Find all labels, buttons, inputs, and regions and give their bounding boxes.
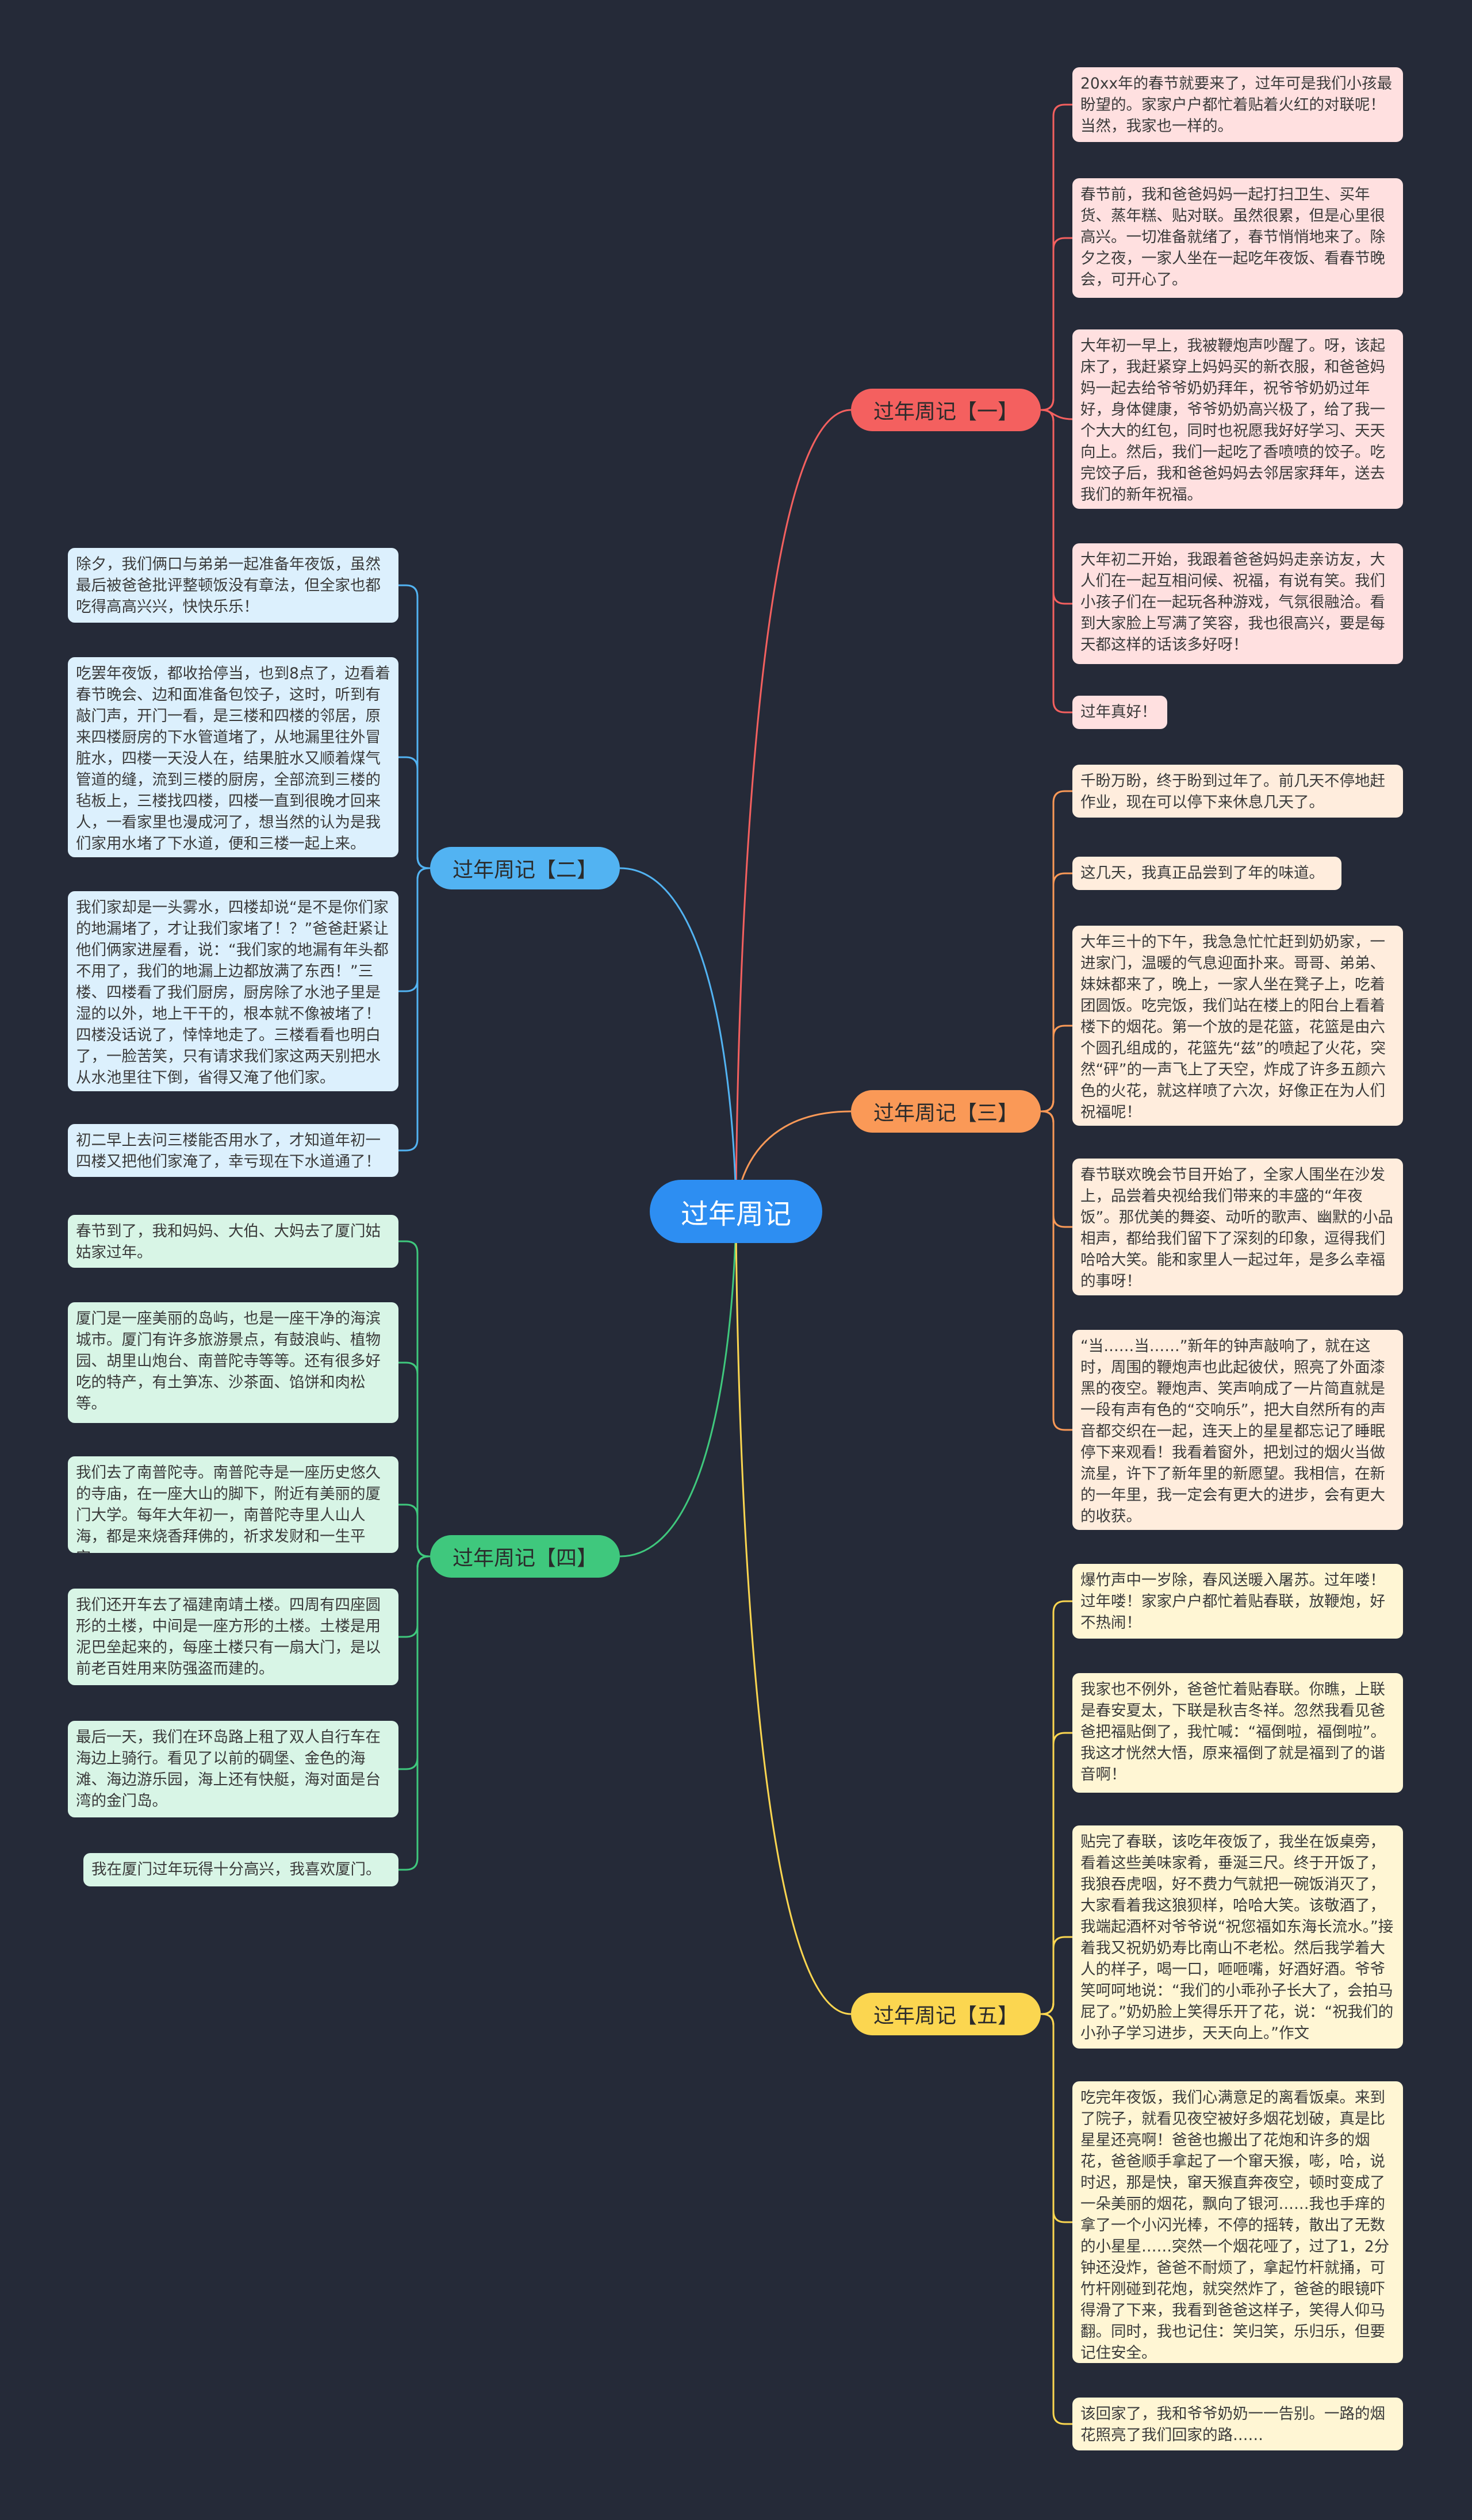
leaf-link-2-3 xyxy=(398,867,430,992)
leaf-link-2-2 xyxy=(398,756,430,869)
branch-node-1[interactable]: 过年周记【一】 xyxy=(851,389,1041,431)
leaf-link-4-4 xyxy=(398,1555,430,1638)
leaf-5-2: 我家也不例外，爸爸忙着贴春联。你瞧，上联是春安夏太，下联是秋吉冬祥。忽然我看见爸… xyxy=(1072,1673,1403,1793)
leaf-link-1-3 xyxy=(1040,409,1073,420)
leaf-link-2-1 xyxy=(398,584,430,869)
branch-node-3[interactable]: 过年周记【三】 xyxy=(851,1090,1041,1133)
leaf-link-4-5 xyxy=(398,1555,430,1770)
leaf-1-2: 春节前，我和爸爸妈妈一起打扫卫生、买年货、蒸年糕、贴对联。虽然很累，但是心里很高… xyxy=(1072,178,1403,298)
leaf-1-4: 大年初二开始，我跟着爸爸妈妈走亲访友，大人们在一起互相问候、祝福，有说有笑。我们… xyxy=(1072,543,1403,664)
leaf-link-2-4 xyxy=(398,867,430,1152)
leaf-link-4-3 xyxy=(398,1503,430,1558)
leaf-3-3: 大年三十的下午，我急急忙忙赶到奶奶家，一进家门，温暖的气息迎面扑来。哥哥、弟弟、… xyxy=(1072,926,1403,1126)
leaf-link-5-1 xyxy=(1041,1600,1072,2015)
leaf-5-3: 贴完了春联，该吃年夜饭了，我坐在饭桌旁，看着这些美味家肴，垂涎三尺。终于开饭了，… xyxy=(1072,1825,1403,2049)
leaf-link-1-5 xyxy=(1041,409,1072,714)
leaf-2-1: 除夕，我们俩口与弟弟一起准备年夜饭，虽然最后被爸爸批评整顿饭没有章法，但全家也都… xyxy=(68,548,398,623)
leaf-link-5-2 xyxy=(1041,1732,1072,2015)
leaf-1-5: 过年真好！ xyxy=(1072,696,1167,729)
leaf-4-5: 最后一天，我们在环岛路上租了双人自行车在海边上骑行。看见了以前的碉堡、金色的海滩… xyxy=(68,1721,398,1817)
leaf-link-1-4 xyxy=(1041,409,1072,605)
root-link-1 xyxy=(735,409,852,1212)
leaf-link-4-2 xyxy=(398,1361,430,1558)
leaf-2-3: 我们家却是一头雾水，四楼却说“是不是你们家的地漏堵了，才让我们家堵了！？”爸爸赶… xyxy=(68,891,398,1091)
leaf-3-2: 这几天，我真正品尝到了年的味道。 xyxy=(1072,857,1341,890)
leaf-link-3-1 xyxy=(1041,790,1072,1113)
leaf-2-2: 吃罢年夜饭，都收拾停当，也到8点了，边看着春节晚会、边和面准备包饺子，这时，听到… xyxy=(68,657,398,857)
leaf-link-3-5 xyxy=(1041,1110,1072,1431)
branch-node-4[interactable]: 过年周记【四】 xyxy=(430,1535,620,1578)
leaf-3-5: “当……当……”新年的钟声敲响了，就在这时，周围的鞭炮声也此起彼伏，照亮了外面漆… xyxy=(1072,1330,1403,1530)
root-link-4 xyxy=(619,1211,737,1558)
leaf-link-4-6 xyxy=(398,1555,430,1871)
leaf-link-1-2 xyxy=(1041,237,1072,411)
leaf-3-1: 千盼万盼，终于盼到过年了。前几天不停地赶作业，现在可以停下来休息几天了。 xyxy=(1072,765,1403,818)
branch-node-5[interactable]: 过年周记【五】 xyxy=(851,1993,1041,2035)
leaf-1-1: 20xx年的春节就要来了，过年可是我们小孩最盼望的。家家户户都忙着贴着火红的对联… xyxy=(1072,67,1403,142)
leaf-4-1: 春节到了，我和妈妈、大伯、大妈去了厦门姑姑家过年。 xyxy=(68,1215,398,1268)
leaf-5-5: 该回家了，我和爷爷奶奶一一告别。一路的烟花照亮了我们回家的路…… xyxy=(1072,2398,1403,2450)
leaf-4-6: 我在厦门过年玩得十分高兴，我喜欢厦门。 xyxy=(83,1853,398,1886)
leaf-4-4: 我们还开车去了福建南靖土楼。四周有四座圆形的土楼，中间是一座方形的土楼。土楼是用… xyxy=(68,1589,398,1685)
branch-node-2[interactable]: 过年周记【二】 xyxy=(430,847,620,889)
leaf-link-3-4 xyxy=(1041,1110,1072,1228)
leaf-link-5-4 xyxy=(1041,2013,1072,2223)
root-link-5 xyxy=(735,1211,852,2015)
leaf-link-3-3 xyxy=(1041,1025,1072,1113)
leaf-3-4: 春节联欢晚会节目开始了，全家人围坐在沙发上，品尝着央视给我们带来的丰盛的“年夜饭… xyxy=(1072,1159,1403,1295)
leaf-link-3-2 xyxy=(1041,872,1072,1113)
leaf-2-4: 初二早上去问三楼能否用水了，才知道年初一四楼又把他们家淹了，幸亏现在下水道通了！ xyxy=(68,1124,398,1177)
root-node[interactable]: 过年周记 xyxy=(650,1180,822,1243)
leaf-4-2: 厦门是一座美丽的岛屿，也是一座干净的海滨城市。厦门有许多旅游景点，有鼓浪屿、植物… xyxy=(68,1302,398,1423)
leaf-5-1: 爆竹声中一岁除，春风送暖入屠苏。过年喽！过年喽！家家户户都忙着贴春联，放鞭炮，好… xyxy=(1072,1564,1403,1639)
leaf-link-4-1 xyxy=(398,1240,430,1558)
root-link-2 xyxy=(619,867,737,1212)
leaf-link-1-1 xyxy=(1041,103,1072,411)
leaf-link-5-5 xyxy=(1041,2013,1072,2425)
leaf-1-3: 大年初一早上，我被鞭炮声吵醒了。呀，该起床了，我赶紧穿上妈妈买的新衣服，和爸爸妈… xyxy=(1072,329,1403,509)
leaf-link-5-3 xyxy=(1041,1936,1072,2015)
leaf-4-3: 我们去了南普陀寺。南普陀寺是一座历史悠久的寺庙，在一座大山的脚下，附近有美丽的厦… xyxy=(68,1456,398,1553)
leaf-5-4: 吃完年夜饭，我们心满意足的离看饭桌。来到了院子，就看见夜空被好多烟花划破，真是比… xyxy=(1072,2081,1403,2363)
